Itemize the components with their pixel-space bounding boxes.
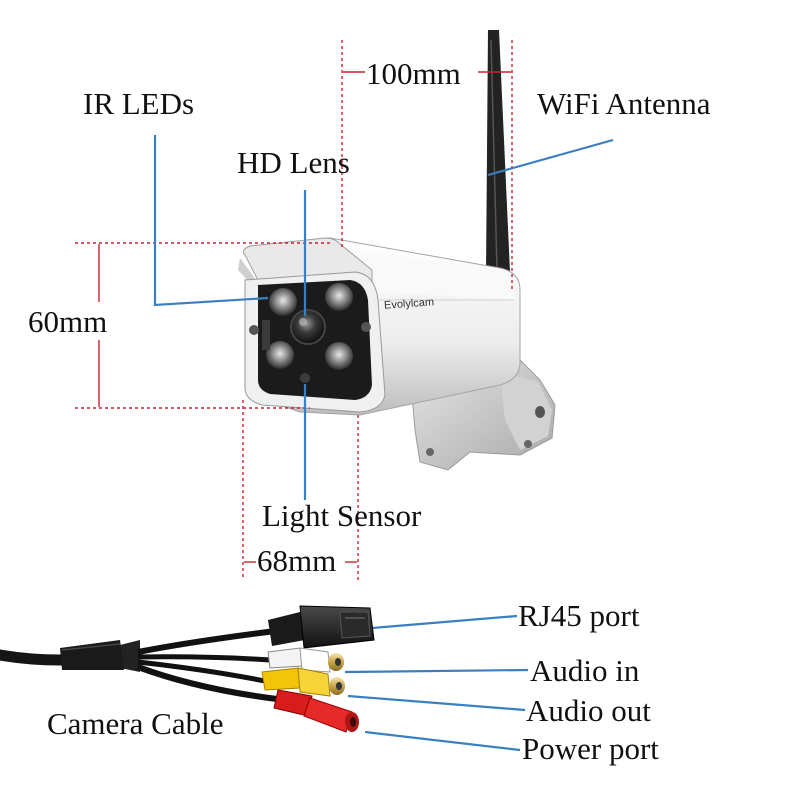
wifi-antenna: [484, 30, 512, 294]
audio-out-connector: [261, 667, 345, 697]
callout-lines: [153, 135, 614, 752]
label-audio-out: Audio out: [526, 693, 651, 728]
label-ir-leds: IR LEDs: [83, 86, 195, 121]
light-sensor: [300, 373, 310, 383]
rj45-port: [268, 605, 375, 649]
label-camera-cable: Camera Cable: [47, 706, 224, 741]
hd-lens: [290, 309, 326, 345]
label-rj45-port: RJ45 port: [518, 598, 640, 633]
power-port-connector: [273, 689, 359, 733]
label-light-sensor: Light Sensor: [262, 498, 422, 533]
dimension-width-top: 100mm: [366, 56, 461, 91]
label-wifi-antenna: WiFi Antenna: [537, 86, 711, 121]
label-power-port: Power port: [522, 731, 659, 766]
audio-in-connector: [267, 647, 344, 673]
camera-cable-assembly: [0, 605, 375, 733]
ir-leds: [262, 283, 353, 370]
label-hd-lens: HD Lens: [237, 145, 350, 180]
dimension-height: 60mm: [28, 304, 108, 339]
dimension-lines: [75, 40, 513, 580]
dimension-width-bottom: 68mm: [257, 543, 337, 578]
label-audio-in: Audio in: [530, 653, 640, 688]
